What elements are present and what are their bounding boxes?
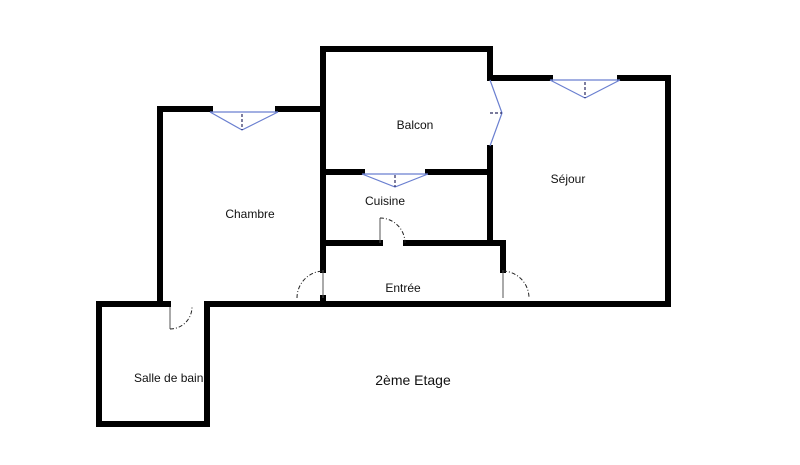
window-cuisine bbox=[361, 173, 429, 188]
room-label-chambre: Chambre bbox=[225, 207, 275, 221]
door-entree-left bbox=[296, 270, 324, 299]
wall-chambre-outer bbox=[157, 106, 213, 303]
windows bbox=[209, 79, 621, 188]
wall-sdb bbox=[96, 301, 210, 427]
window-balcon-door bbox=[489, 79, 503, 147]
window-sejour bbox=[549, 79, 621, 99]
wall-sejour-top-right bbox=[527, 75, 671, 307]
floor-label: 2ème Etage bbox=[375, 372, 451, 388]
room-label-cuisine: Cuisine bbox=[365, 194, 405, 208]
doors bbox=[169, 217, 530, 330]
wall-balcon-top bbox=[320, 46, 493, 175]
door-sdb bbox=[169, 306, 193, 330]
labels: Balcon Séjour Chambre Cuisine Entrée Sal… bbox=[134, 118, 585, 388]
room-label-balcon: Balcon bbox=[397, 118, 434, 132]
door-entree-right bbox=[502, 270, 530, 299]
room-label-sejour: Séjour bbox=[551, 172, 586, 186]
walls bbox=[96, 46, 671, 427]
door-cuisine bbox=[379, 217, 406, 244]
room-label-entree: Entrée bbox=[385, 281, 421, 295]
room-label-salle-de-bain: Salle de bain bbox=[134, 371, 203, 385]
window-chambre bbox=[209, 111, 279, 131]
